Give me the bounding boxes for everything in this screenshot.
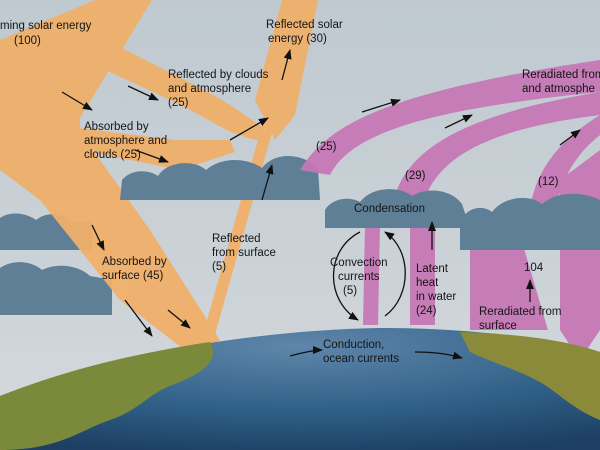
infrared-flows	[300, 60, 600, 360]
arrow-conduction-1	[289, 346, 323, 357]
label-value-104: 104	[524, 262, 544, 274]
arrow-absorbed-surf-1	[91, 224, 105, 251]
reradiated-right-band	[560, 150, 600, 360]
arrow-refl-surface	[261, 164, 274, 201]
ir-band-25	[300, 60, 600, 175]
arrow-absorbed-surf-3	[167, 309, 191, 329]
label-refl-clouds-line2: and atmosphere	[168, 83, 252, 95]
arrow-ir-12	[559, 129, 581, 146]
label-latent-line4: (24)	[416, 305, 437, 317]
label-reradiated-surf-line1: Reradiated from	[479, 306, 562, 318]
cloud-right	[460, 193, 600, 250]
reflected-surface-beam	[200, 62, 292, 345]
label-condensation: Condensation	[354, 203, 425, 215]
label-refl-surface-line1: Reflected	[212, 233, 261, 245]
label-radiated-12: (12)	[538, 176, 559, 188]
earth-land-right	[460, 332, 600, 420]
label-reflected-solar-line2: energy (30)	[268, 33, 327, 45]
label-reflected-solar-line1: Reflected solar	[266, 19, 343, 31]
label-reradiated-top-line1: Reradiated from	[522, 69, 600, 81]
arrow-ir-29	[444, 114, 473, 129]
label-convection-line1: Convection	[330, 257, 388, 269]
arrow-convection-left	[332, 231, 361, 321]
label-refl-clouds-line3: (25)	[168, 97, 189, 109]
label-radiated-25: (25)	[316, 141, 337, 153]
arrow-conduction-2	[414, 351, 463, 360]
arrow-refl-clouds	[127, 85, 159, 101]
label-refl-clouds-line1: Reflected by clouds	[168, 69, 269, 81]
arrow-convection-right	[384, 231, 406, 317]
label-refl-surface-line2: from surface	[212, 247, 276, 259]
arrow-incoming-1	[61, 91, 93, 111]
latent-heat-column	[410, 210, 435, 325]
label-absorbed-atm-line1: Absorbed by	[84, 121, 149, 133]
arrow-ir-25	[361, 98, 401, 113]
cloud-left-lower	[0, 262, 112, 315]
label-latent-line3: in water	[416, 291, 457, 303]
reradiated-surface-band	[470, 235, 548, 330]
convection-column	[363, 225, 380, 325]
cloud-condensation	[325, 189, 470, 228]
label-reradiated-top-line2: and atmosphe	[522, 83, 595, 95]
incoming-solar-band	[0, 0, 235, 170]
label-absorbed-surf-line2: surface (45)	[102, 270, 164, 282]
label-radiated-29: (29)	[405, 170, 426, 182]
flow-arrows	[61, 49, 581, 360]
solar-flows	[0, 0, 318, 362]
label-refl-surface-line3: (5)	[212, 261, 227, 273]
arrow-absorbed-atm	[134, 149, 169, 163]
arrow-refl-clouds-2	[229, 117, 269, 141]
label-conduction-line2: ocean currents	[323, 353, 400, 365]
label-incoming-line1: ming solar energy	[0, 20, 92, 32]
label-absorbed-surf-line1: Absorbed by	[102, 256, 167, 268]
label-latent-line1: Latent	[416, 263, 448, 275]
label-absorbed-atm-line2: atmosphere and	[84, 135, 168, 147]
arrow-absorbed-surf-2	[124, 299, 153, 337]
label-latent-line2: heat	[416, 277, 439, 289]
label-absorbed-atm-line3: clouds (25)	[84, 149, 141, 161]
earth-land-left	[0, 342, 214, 450]
reflected-clouds-band	[85, 30, 270, 142]
label-reradiated-surf-line2: surface	[479, 320, 517, 332]
label-convection-line3: (5)	[343, 285, 358, 297]
arrow-reflected-solar	[281, 49, 292, 81]
ir-band-12	[530, 115, 600, 215]
label-convection-line2: currents	[338, 271, 380, 283]
label-incoming-line2: (100)	[14, 35, 41, 47]
label-conduction-line1: Conduction,	[323, 339, 385, 351]
ir-band-29	[395, 92, 600, 198]
earth-surface	[0, 328, 600, 450]
absorbed-surface-band	[0, 110, 220, 362]
